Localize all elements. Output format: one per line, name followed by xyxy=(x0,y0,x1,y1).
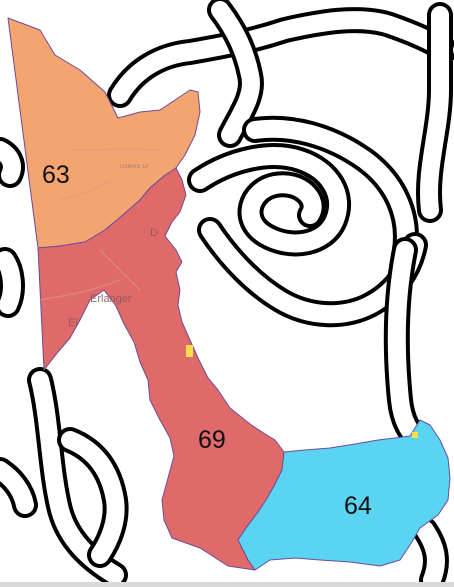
district-label-63: 63 xyxy=(42,161,70,189)
highlight-marker xyxy=(412,432,418,438)
highlight-marker xyxy=(186,345,193,357)
district-label-64: 64 xyxy=(344,492,372,520)
street-label-dolwick: Dolwick Dr xyxy=(120,164,149,170)
city-label-el: El xyxy=(68,317,78,329)
city-label-erlanger: Erlanger xyxy=(90,293,132,305)
district-label-69: 69 xyxy=(198,426,226,454)
district-64-area[interactable] xyxy=(237,419,451,571)
minor-streets xyxy=(39,148,161,301)
bottom-edge xyxy=(0,582,454,587)
city-label-d: D xyxy=(150,227,158,239)
